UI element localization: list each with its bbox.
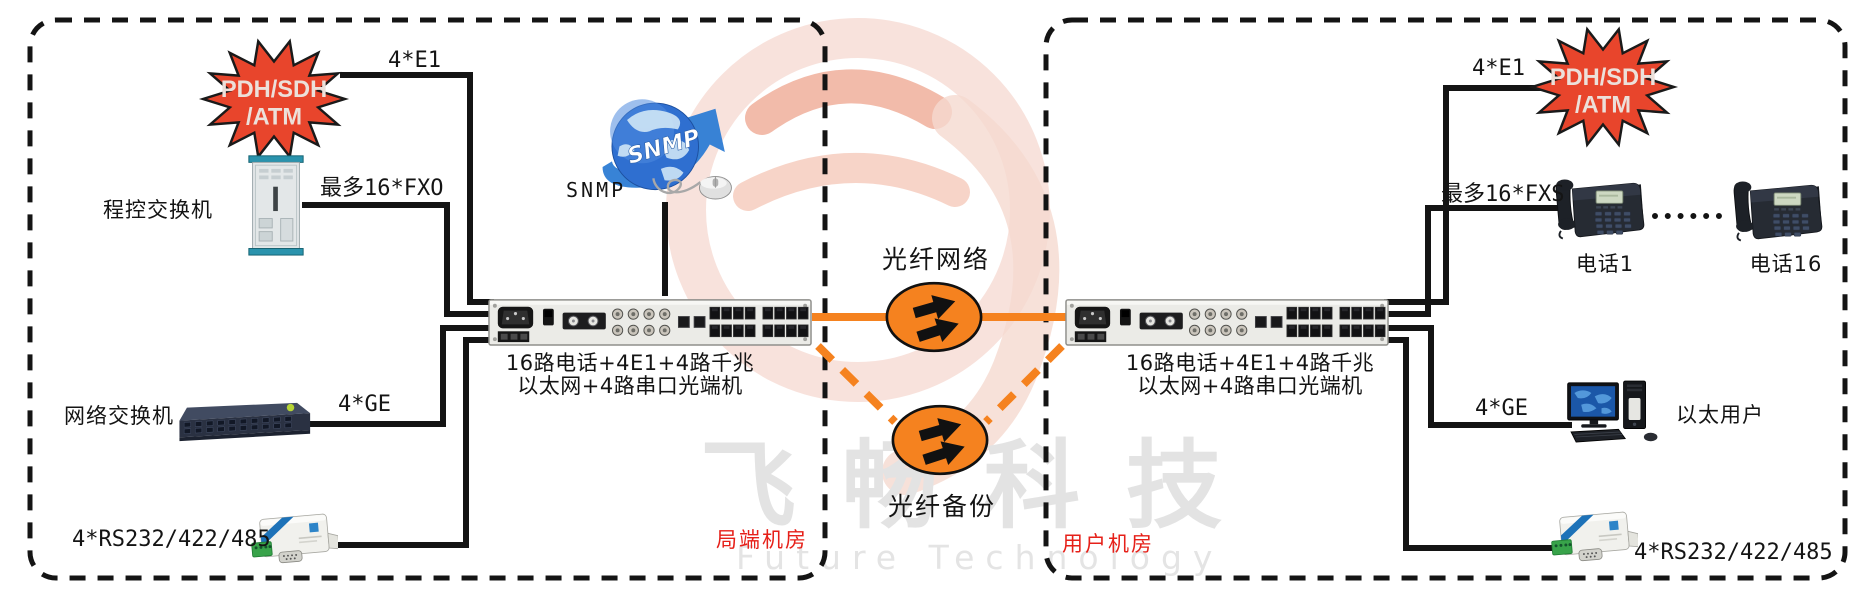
left-room-border xyxy=(27,17,828,581)
mux-device-left xyxy=(488,299,812,346)
fiber-backup-label: 光纤备份 xyxy=(887,492,996,521)
ge-label-right: 4*GE xyxy=(1475,396,1528,421)
watermark-en-text: Future Technology xyxy=(736,538,1224,577)
ethernet-user-label: 以太用户 xyxy=(1676,403,1764,427)
fiber-backup-line-left xyxy=(815,343,898,425)
link-rs232-left xyxy=(328,337,494,548)
rs232-label-left: 4*RS232/422/485 xyxy=(72,527,271,552)
phone16-label: 电话16 xyxy=(1749,252,1823,276)
link-fxo-left xyxy=(302,202,494,317)
starburst-text-line2: /ATM xyxy=(1575,93,1631,119)
link-e1-right xyxy=(1384,85,1542,305)
mux-device-right xyxy=(1065,299,1389,346)
pdh-sdh-atm-starburst-left: PDH/SDH /ATM xyxy=(201,40,347,158)
right-room-label: 用户机房 xyxy=(1062,532,1154,556)
e1-label-right: 4*E1 xyxy=(1472,56,1525,81)
phones-dotted-link xyxy=(1652,213,1722,219)
fiber-network-label: 光纤网络 xyxy=(881,245,990,274)
phone1-icon xyxy=(1555,178,1645,240)
phone16-icon xyxy=(1733,180,1823,242)
fxs-label: 最多16*FXS xyxy=(1441,182,1565,207)
fxo-label: 最多16*FXO xyxy=(320,176,444,201)
fiber-network-cloud-icon xyxy=(885,281,983,353)
pdh-sdh-atm-starburst-right: PDH/SDH /ATM xyxy=(1530,28,1676,146)
mux-caption-left-line2: 以太网+4路串口光端机 xyxy=(517,374,743,398)
phone1-label: 电话1 xyxy=(1575,252,1635,276)
starburst-text-line2: /ATM xyxy=(246,105,302,131)
starburst-text-line1: PDH/SDH xyxy=(1550,65,1656,91)
ge-label-left: 4*GE xyxy=(338,392,391,417)
pbx-label: 程控交换机 xyxy=(103,198,213,222)
starburst-text-line1: PDH/SDH xyxy=(221,77,327,103)
fiber-backup-cloud-icon xyxy=(891,404,989,476)
mux-caption-right: 16路电话+4E1+4路千兆 以太网+4路串口光端机 xyxy=(1090,352,1410,398)
left-room-label: 局端机房 xyxy=(716,528,808,552)
network-switch-icon xyxy=(178,402,311,442)
link-rs232-right xyxy=(1384,337,1552,551)
snmp-label: SNMP xyxy=(566,178,627,202)
serial-converter-icon-right xyxy=(1549,510,1638,564)
link-ge-right xyxy=(1384,325,1572,428)
mux-caption-left-line1: 16路电话+4E1+4路千兆 xyxy=(505,351,755,375)
link-ge-left xyxy=(305,325,494,427)
mux-caption-right-line1: 16路电话+4E1+4路千兆 xyxy=(1125,351,1375,375)
ethernet-user-computer-icon xyxy=(1567,380,1658,443)
e1-label-left: 4*E1 xyxy=(388,48,441,73)
mux-caption-left: 16路电话+4E1+4路千兆 以太网+4路串口光端机 xyxy=(470,352,790,398)
fiber-backup-line-right xyxy=(983,343,1065,425)
link-fxs-right xyxy=(1384,205,1558,317)
pbx-cabinet-icon xyxy=(248,155,304,256)
mux-caption-right-line2: 以太网+4路串口光端机 xyxy=(1137,374,1363,398)
rs232-label-right: 4*RS232/422/485 xyxy=(1634,540,1833,565)
network-switch-label: 网络交换机 xyxy=(64,404,174,428)
right-room-border xyxy=(1043,17,1848,581)
link-e1-left xyxy=(340,72,494,305)
